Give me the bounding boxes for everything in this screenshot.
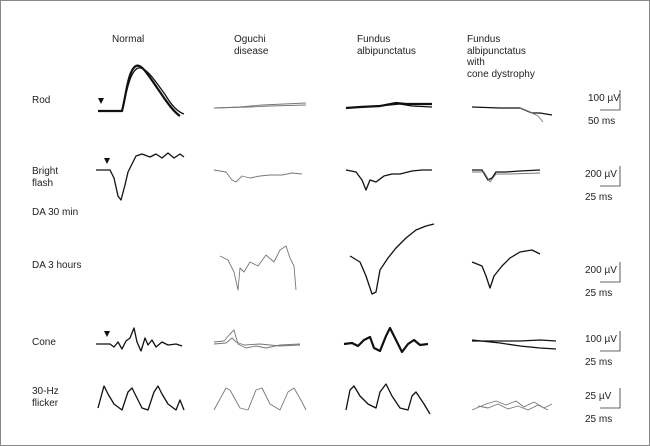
trace-normal-cone [96,327,183,352]
trace-normal-flicker [97,385,185,411]
row-label-30hz-flicker: 30-Hz flicker [32,386,59,409]
trace-facd-rod-2 [519,107,544,123]
scale-bars [600,90,621,409]
scale-amplitude-bright: 200 µV [585,169,617,180]
trace-facd-bright-2 [472,171,541,183]
trace-oguchi-bright [213,169,303,183]
trace-facd-cone [471,339,557,350]
row-label-da-3hours: DA 3 hours [32,260,82,271]
trace-fa-da3h [349,223,435,295]
row-label-cone: Cone [32,337,56,348]
trace-fa-flicker [345,383,431,415]
column-header-normal: Normal [112,34,145,45]
scale-amplitude-rod: 100 µV [588,93,620,104]
row-label-rod: Rod [32,95,51,106]
trace-facd-rod [471,106,553,116]
column-header-fundus-albipunctatus: Fundus albipunctatus [357,34,416,57]
trace-oguchi-da3h [219,245,297,291]
scale-time-cone: 25 ms [585,357,613,368]
trace-facd-bright [472,169,541,181]
stimulus-marker-icon [98,98,104,104]
row-label-da-30min: DA 30 min [32,207,79,218]
trace-oguchi-cone [213,329,301,349]
trace-fa-cone [343,326,429,354]
trace-fa-bright [345,169,432,191]
scale-amplitude-cone: 100 µV [585,334,617,345]
scale-time-rod: 50 ms [588,116,616,127]
trace-oguchi-flicker [213,387,307,411]
trace-normal-rod-2 [121,67,185,115]
scale-time-bright: 25 ms [585,192,613,203]
trace-facd-da3h [471,249,541,289]
column-header-fa-cone-dystrophy: Fundus albipunctatus with cone dystrophy [467,34,535,80]
column-header-oguchi: Oguchi disease [234,34,269,57]
scale-amplitude-flicker: 25 µV [585,391,612,402]
trace-facd-cone-2 [472,339,557,342]
stimulus-marker-icon [104,331,110,337]
trace-oguchi-rod-2 [213,104,307,109]
trace-fa-rod-2 [345,103,433,109]
stimulus-marker-icon [104,158,110,164]
scale-amplitude-da3h: 200 µV [585,265,617,276]
trace-oguchi-cone-2 [213,337,301,347]
trace-facd-flicker-2 [477,403,549,411]
scale-time-flicker: 25 ms [585,414,613,425]
scale-time-da3h: 25 ms [585,288,613,299]
trace-normal-rod [98,64,181,117]
row-label-bright-flash: Bright flash [32,166,59,189]
trace-normal-bright [96,152,185,201]
